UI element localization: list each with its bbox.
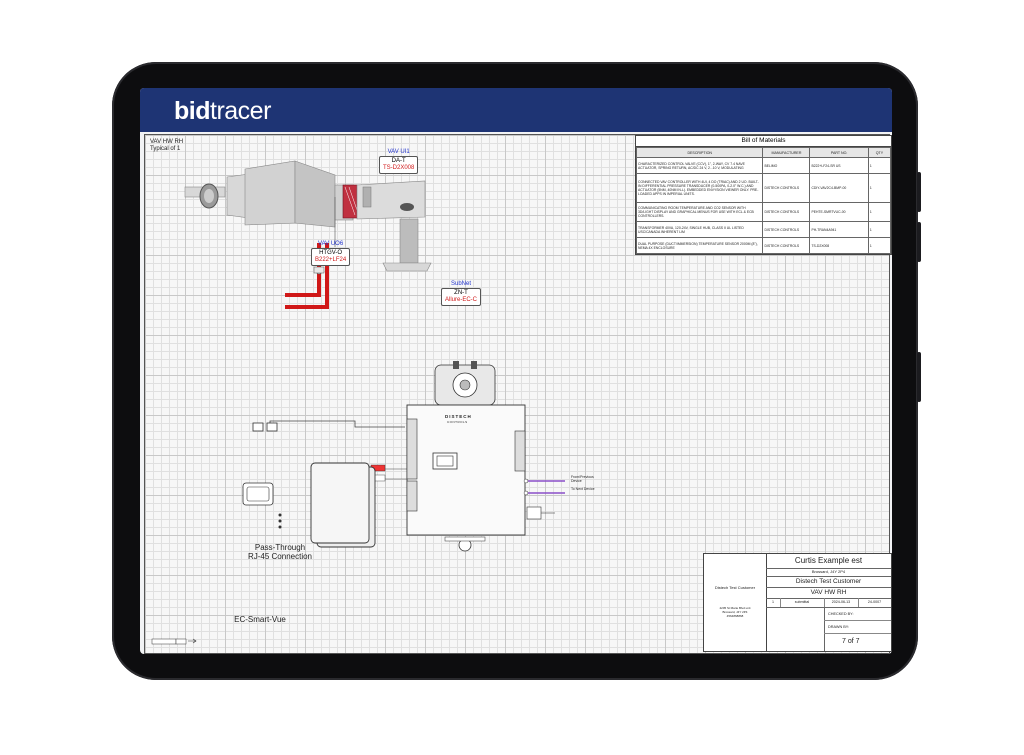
bom-header: DESCRIPTION: [635, 147, 764, 158]
tablet-screen: bidtracer VAV HW RH Typical of 1: [140, 88, 892, 654]
drawn-by: DRAWN BY:: [828, 625, 850, 629]
vav-box-diagram: [184, 160, 432, 309]
power-button: [917, 352, 921, 402]
sheet-name: VAV HW RH: [766, 587, 891, 599]
volume-button: [917, 222, 921, 262]
smartvue-label: EC-Smart-Vue: [234, 615, 286, 624]
scale-bar: [151, 638, 197, 645]
title-block[interactable]: Distech Test Customer 4205 St Marie Blvd…: [703, 553, 892, 652]
controller-wiring-diagram: [252, 361, 565, 552]
company-name: Distech Test Customer: [714, 585, 756, 590]
app-header: bidtracer: [140, 88, 892, 132]
prev-device-label: From/Previous Device: [571, 475, 594, 483]
controller-brand: DISTECH: [445, 414, 472, 419]
bom-row: TRANSFORMER 40VA, 120-24V, SINGLE HUB, C…: [635, 221, 892, 238]
smartvue-display: [242, 482, 282, 529]
bom-row: CONNECTED VAV CONTROLLER WITH 4UI, 4 DO …: [635, 173, 892, 203]
page-number: 7 of 7: [842, 638, 860, 645]
project-name: Curtis Example est: [766, 554, 891, 569]
address-line: Brossard, J4Y 2P4: [722, 610, 748, 614]
drawing-title: VAV HW RH: [150, 139, 184, 145]
drawing-sheet[interactable]: VAV HW RH Typical of 1 VAV U: [144, 134, 892, 654]
address-line: 4205 St Marie Blvd unit: [719, 606, 751, 610]
bidtracer-logo[interactable]: bidtracer: [174, 97, 271, 125]
bom-title: Bill of Materials: [636, 136, 891, 147]
bom-header: QTY: [867, 147, 892, 158]
revision-history-area: [766, 608, 825, 651]
revision-row: 1 submittal 2024-06-13 24-0007: [766, 598, 891, 608]
bom-header: PART NO.: [809, 147, 869, 158]
bill-of-materials[interactable]: Bill of Materials DESCRIPTION MANUFACTUR…: [635, 135, 892, 255]
controller-brand-sub: CONTROLS: [447, 420, 468, 424]
address-line: 4564868868: [726, 614, 744, 618]
customer-name: Distech Test Customer: [766, 576, 891, 588]
bom-row: CHARACTERIZED CONTROL VALVE (CCV), 1", 2…: [635, 157, 892, 174]
drawing-subtitle: Typical of 1: [150, 146, 181, 152]
volume-button: [917, 172, 921, 212]
bom-row: COMMUNICATING ROOM TEMPERATURE AND CO2 S…: [635, 202, 892, 222]
bom-row: DUAL PURPOSE (DUCT/IMMERSION) TEMPERATUR…: [635, 237, 892, 254]
company-block: Distech Test Customer 4205 St Marie Blvd…: [704, 554, 767, 651]
next-device-label: To Next Device: [571, 487, 595, 491]
bom-header: MANUFACTURER: [762, 147, 811, 158]
passthrough-label: Pass-Through: [254, 543, 306, 552]
checked-by: CHECKED BY:: [828, 612, 854, 616]
rj45-label: RJ-45 Connection: [247, 552, 313, 561]
project-location: Brossard, J4Y 2P4: [766, 568, 891, 577]
